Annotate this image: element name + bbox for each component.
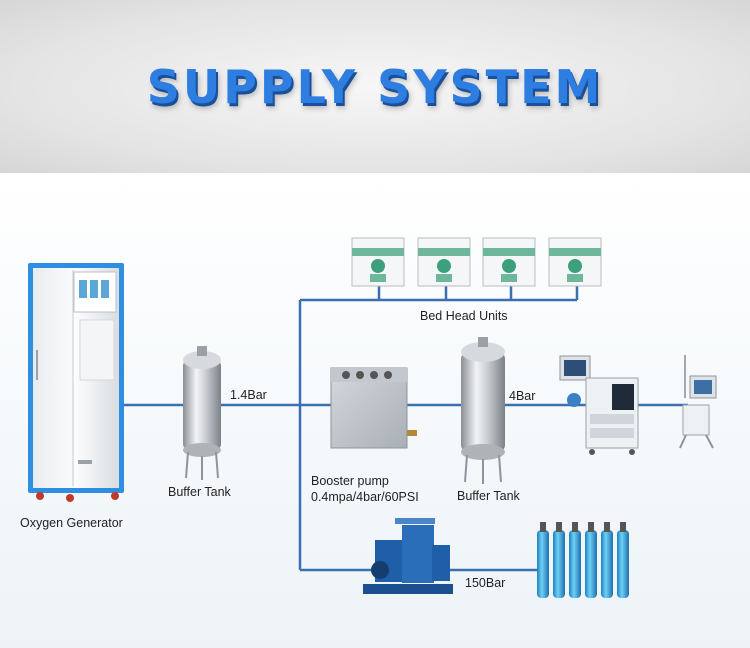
bed-head-unit-image: [417, 237, 471, 287]
bed-head-unit-image: [482, 237, 536, 287]
buffer-tank-1-label: Buffer Tank: [168, 485, 231, 499]
booster-spec-label: 0.4mpa/4bar/60PSI: [311, 490, 419, 504]
pressure-2-label: 4Bar: [509, 389, 536, 403]
oxygen-cylinders-image: [537, 522, 629, 598]
oxygen-generator-label: Oxygen Generator: [20, 516, 123, 530]
pressure-3-label: 150Bar: [465, 576, 506, 590]
compressor-image: [363, 518, 453, 594]
buffer-tank-2-image: [461, 337, 505, 484]
ventilator-image: [679, 355, 717, 449]
bed-head-units-label: Bed Head Units: [420, 309, 508, 323]
anesthesia-machine-image: [559, 355, 639, 455]
buffer-tank-1-image: [183, 346, 221, 480]
booster-pump-image: [330, 367, 417, 449]
page-title: SUPPLY SYSTEM: [146, 60, 604, 114]
header-banner: [0, 0, 750, 173]
booster-pump-label: Booster pump: [311, 474, 389, 488]
buffer-tank-2-label: Buffer Tank: [457, 489, 520, 503]
bed-head-unit-image: [548, 237, 602, 287]
pressure-1-label: 1.4Bar: [230, 388, 267, 402]
bed-head-unit-image: [351, 237, 405, 287]
oxygen-generator-image: [28, 263, 124, 502]
